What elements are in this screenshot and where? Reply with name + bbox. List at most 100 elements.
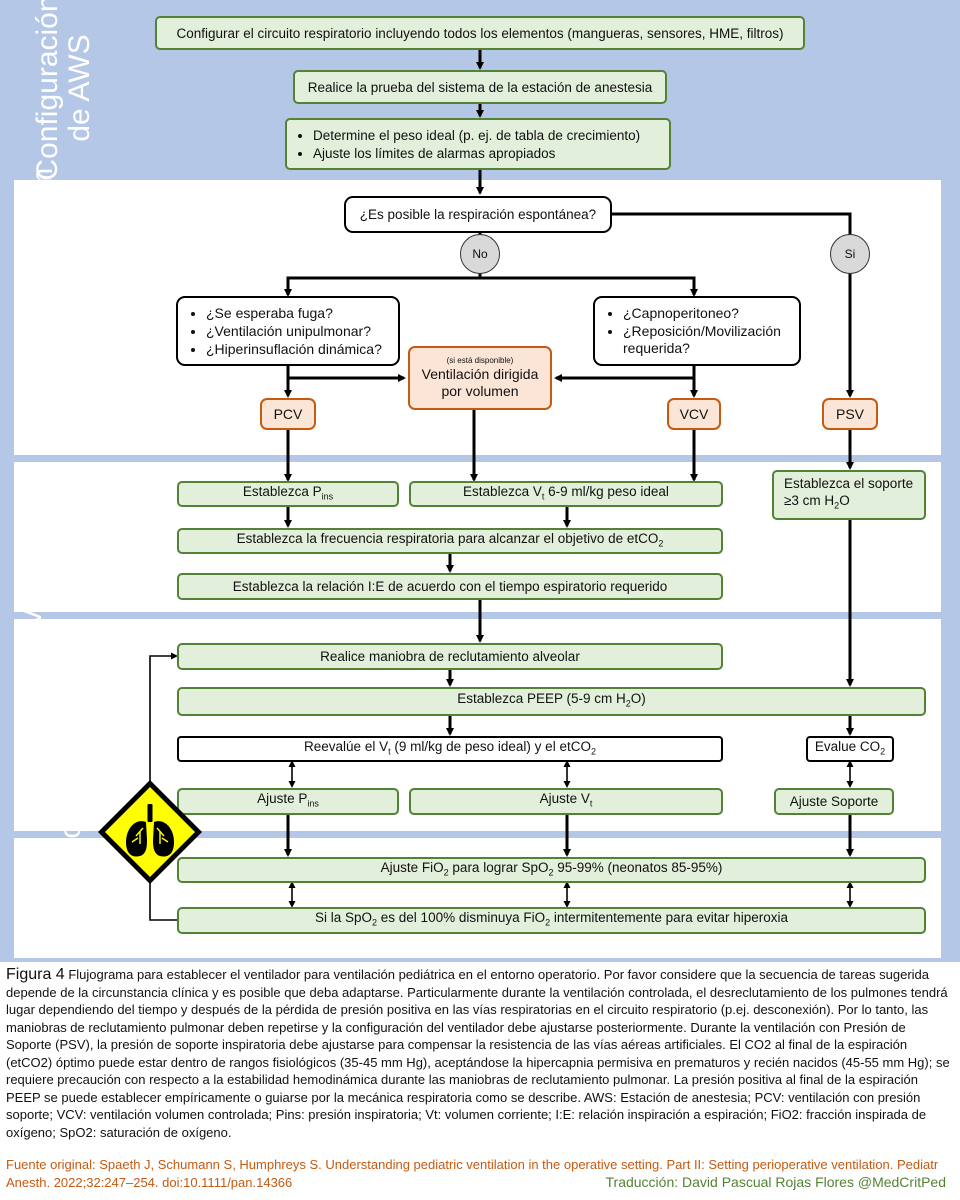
- set-rr-sub: 2: [658, 538, 664, 549]
- decrease-fio2-sub2: 2: [545, 917, 551, 928]
- reevaluate-box: Reevalúe el Vt (9 ml/kg de peso ideal) y…: [177, 736, 723, 762]
- reposition-question: ¿Reposición/Movilización requerida?: [623, 323, 799, 357]
- adjust-fio2-text-c: 95-99% (neonatos 85-95%): [553, 859, 723, 875]
- reevaluate-text-b: (9 ml/kg de peso ideal) y el etCO: [390, 738, 591, 754]
- capno-question: ¿Capnoperitoneo?: [623, 305, 799, 322]
- adjust-fio2-label: Ajuste FiO2 para lograr SpO2 95-99% (neo…: [381, 859, 723, 882]
- decrease-fio2-text-a: Si la SpO: [314, 910, 373, 926]
- decrease-fio2-sub1: 2: [372, 917, 378, 928]
- evaluate-co2-text: Evalue CO: [814, 738, 881, 754]
- volume-guided-text: Ventilación dirigida por volumen: [421, 366, 539, 399]
- pcv-questions-box: ¿Se esperaba fuga? ¿Ventilación unipulmo…: [176, 296, 400, 366]
- adjust-vt-sub: t: [589, 798, 593, 809]
- set-vt-rest: 6-9 ml/kg peso ideal: [544, 483, 669, 499]
- translation-credit: Traducción: David Pascual Rojas Flores @…: [606, 1174, 947, 1190]
- adjust-fio2-text-b: para lograr SpO: [448, 859, 549, 875]
- adjust-pins-box: Ajuste Pins: [177, 788, 399, 815]
- set-pins-sub: ins: [321, 491, 334, 502]
- decrease-fio2-text-c: intermitentemente para evitar hiperoxia: [550, 910, 788, 926]
- leak-question: ¿Se esperaba fuga?: [206, 305, 382, 322]
- pcv-text: PCV: [273, 405, 303, 422]
- set-rr-text: Establezca la frecuencia respiratoria pa…: [236, 530, 659, 546]
- decrease-fio2-label: Si la SpO2 es del 100% disminuya FiO2 in…: [315, 909, 788, 932]
- si-text: Si: [844, 247, 856, 261]
- reevaluate-label: Reevalúe el Vt (9 ml/kg de peso ideal) y…: [304, 738, 596, 761]
- adjust-pins-sub: ins: [307, 798, 319, 809]
- circuit-setup-text: Configurar el circuito respiratorio incl…: [176, 25, 784, 41]
- credit-text: Traducción: David Pascual Rojas Flores @…: [605, 1174, 947, 1190]
- set-support-rest: O: [839, 493, 850, 509]
- spontaneous-question-box: ¿Es posible la respiración espontánea?: [344, 196, 612, 233]
- volume-guided-note: (si está disponible): [446, 356, 514, 365]
- set-peep-rest: O): [630, 691, 646, 707]
- vcv-text: VCV: [679, 405, 709, 422]
- system-test-text: Realice la prueba del sistema de la esta…: [307, 79, 653, 95]
- source-citation: Fuente original: Spaeth J, Schumann S, H…: [6, 1156, 954, 1191]
- recruit-maneuver-box: Realice maniobra de reclutamiento alveol…: [177, 643, 723, 670]
- set-peep-sub: 2: [625, 698, 631, 709]
- set-peep-text: Establezca PEEP (5-9 cm H: [457, 691, 626, 707]
- vcv-box: VCV: [667, 398, 721, 430]
- si-node: Si: [830, 234, 870, 274]
- circuit-setup-box: Configurar el circuito respiratorio incl…: [155, 16, 805, 50]
- weight-alarm-box: Determine el peso ideal (p. ej. de tabla…: [285, 118, 671, 170]
- recruit-maneuver-text: Realice maniobra de reclutamiento alveol…: [320, 649, 580, 664]
- evaluate-co2-sub: 2: [880, 746, 886, 757]
- weight-alarm-list: Determine el peso ideal (p. ej. de tabla…: [293, 126, 640, 163]
- adjust-vt-box: Ajuste Vt: [409, 788, 723, 815]
- alarm-item: Ajuste los límites de alarmas apropiados: [313, 145, 640, 162]
- adjust-pins-label: Ajuste Pins: [257, 790, 319, 813]
- adjust-fio2-box: Ajuste FiO2 para lograr SpO2 95-99% (neo…: [177, 857, 926, 883]
- set-vt-sub: t: [541, 491, 545, 502]
- set-support-text: Establezca el soporte ≥3 cm H: [784, 476, 914, 509]
- caption-text: Flujograma para establecer el ventilador…: [6, 967, 950, 1140]
- set-peep-label: Establezca PEEP (5-9 cm H2O): [457, 690, 646, 713]
- set-pins-label: Establezca Pins: [243, 483, 333, 506]
- figure-caption: Figura 4 Flujograma para establecer el v…: [6, 966, 954, 1141]
- set-vt-box: Establezca Vt 6-9 ml/kg peso ideal: [409, 481, 723, 507]
- set-ie-box: Establezca la relación I:E de acuerdo co…: [177, 573, 723, 600]
- adjust-fio2-sub1: 2: [443, 867, 449, 878]
- set-support-label: Establezca el soporte ≥3 cm H2O: [784, 475, 924, 515]
- adjust-fio2-text-a: Ajuste FiO: [380, 859, 444, 875]
- evaluate-co2-label: Evalue CO2: [815, 738, 885, 761]
- adjust-vt-label: Ajuste Vt: [540, 790, 593, 813]
- evaluate-co2-box: Evalue CO2: [806, 736, 894, 762]
- source-text: Fuente original: Spaeth J, Schumann S, H…: [6, 1157, 939, 1190]
- spontaneous-question-text: ¿Es posible la respiración espontánea?: [359, 207, 597, 222]
- set-vt-label: Establezca Vt 6-9 ml/kg peso ideal: [463, 483, 669, 506]
- volume-guided-box: (si está disponible) Ventilación dirigid…: [408, 346, 552, 410]
- one-lung-question: ¿Ventilación unipulmonar?: [206, 323, 382, 340]
- decrease-fio2-text-b: es del 100% disminuya FiO: [377, 910, 546, 926]
- vcv-questions-box: ¿Capnoperitoneo? ¿Reposición/Movilizació…: [593, 296, 801, 366]
- set-pins-text: Establezca P: [242, 483, 322, 499]
- figure-number: Figura 4: [6, 966, 65, 983]
- system-test-box: Realice la prueba del sistema de la esta…: [293, 70, 667, 104]
- flow-connectors: [149, 50, 854, 921]
- adjust-vt-text: Ajuste V: [539, 791, 590, 807]
- psv-text: PSV: [835, 405, 864, 422]
- set-pins-box: Establezca Pins: [177, 481, 399, 507]
- set-rr-box: Establezca la frecuencia respiratoria pa…: [177, 528, 723, 554]
- pcv-box: PCV: [260, 398, 316, 430]
- adjust-support-text: Ajuste Soporte: [789, 794, 879, 809]
- line-no-split-right: [480, 276, 698, 297]
- set-ie-text: Establezca la relación I:E de acuerdo co…: [232, 579, 668, 594]
- reevaluate-sub1: t: [388, 746, 391, 757]
- hyperinflation-question: ¿Hiperinsuflación dinámica?: [206, 341, 382, 358]
- line-no-split: [284, 270, 482, 297]
- set-vt-text: Establezca V: [463, 483, 542, 499]
- set-rr-label: Establezca la frecuencia respiratoria pa…: [237, 530, 664, 553]
- vcv-questions-list: ¿Capnoperitoneo? ¿Reposición/Movilizació…: [603, 304, 799, 358]
- set-support-box: Establezca el soporte ≥3 cm H2O: [772, 470, 926, 520]
- reevaluate-sub2: 2: [590, 746, 596, 757]
- weight-item: Determine el peso ideal (p. ej. de tabla…: [313, 127, 640, 144]
- reevaluate-text-a: Reevalúe el V: [304, 738, 389, 754]
- psv-box: PSV: [822, 398, 878, 430]
- no-text: No: [472, 247, 488, 261]
- pcv-questions-list: ¿Se esperaba fuga? ¿Ventilación unipulmo…: [186, 304, 382, 359]
- set-support-sub: 2: [834, 500, 840, 511]
- decrease-fio2-box: Si la SpO2 es del 100% disminuya FiO2 in…: [177, 907, 926, 934]
- adjust-pins-text: Ajuste P: [257, 791, 308, 807]
- no-node: No: [460, 234, 500, 274]
